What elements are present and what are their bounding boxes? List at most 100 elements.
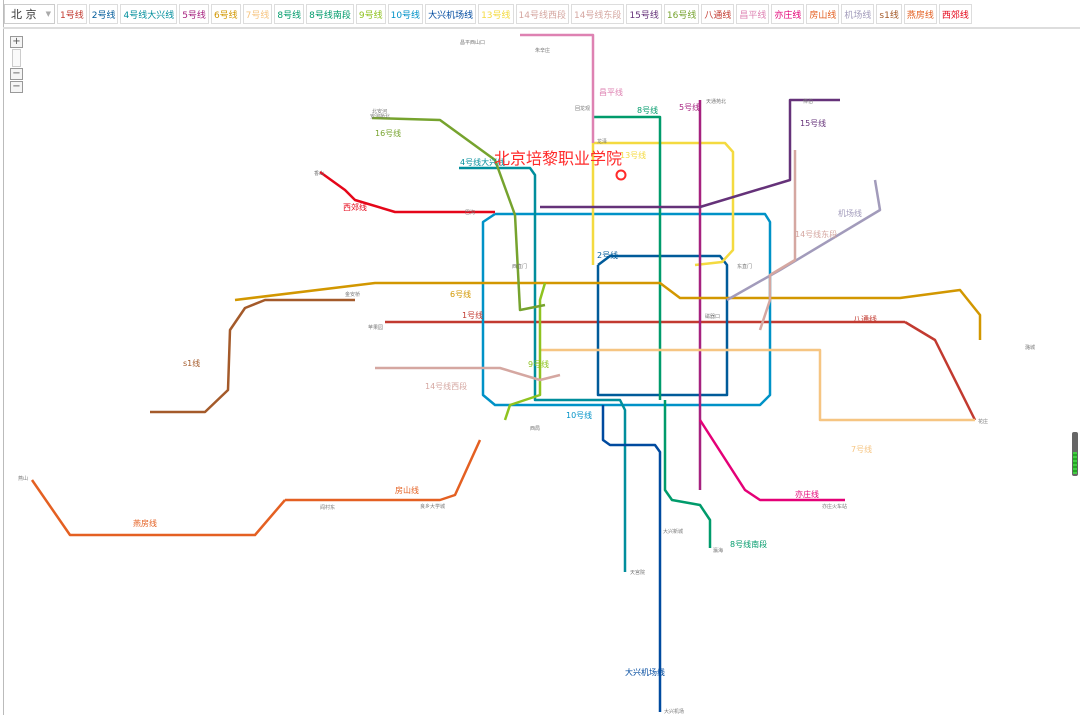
- line-button[interactable]: 昌平线: [736, 4, 770, 24]
- zoom-out-button[interactable]: −: [10, 81, 23, 93]
- line-button[interactable]: 1号线: [57, 4, 87, 24]
- line-14-west[interactable]: [375, 366, 561, 382]
- station-label: 苹果园: [368, 324, 383, 331]
- map-label-16: 16号线: [375, 128, 401, 138]
- station-label: 香山: [314, 170, 324, 177]
- station-label: 燕山: [18, 475, 28, 482]
- station-label: 龙泽: [597, 138, 607, 145]
- map-label-15: 15号线: [800, 118, 826, 128]
- line-button[interactable]: 房山线: [806, 4, 840, 24]
- station-label: 北安河: [372, 108, 387, 115]
- station-label: 阎村东: [320, 504, 335, 511]
- line-8[interactable]: [593, 115, 662, 400]
- map-label-yanfang: 燕房线: [133, 518, 157, 528]
- map-label-batong: 八通线: [853, 314, 877, 324]
- line-button[interactable]: 八通线: [701, 4, 735, 24]
- line-6[interactable]: [234, 281, 982, 340]
- map-label-fangshan: 房山线: [395, 485, 419, 495]
- map-label-changping: 昌平线: [599, 87, 623, 97]
- zoom-control: + − −: [10, 36, 23, 94]
- map-label-6: 6号线: [450, 289, 471, 299]
- station-label: 西局: [530, 426, 540, 432]
- line-10[interactable]: [481, 212, 772, 407]
- station-label: 天宫院: [630, 569, 645, 576]
- city-label: 北 京: [11, 8, 37, 21]
- station-label: 巴沟: [465, 209, 475, 216]
- scrollbar-thumb[interactable]: [1073, 452, 1077, 474]
- station-label: 天通苑北: [706, 98, 726, 105]
- line-yanfang[interactable]: [30, 479, 286, 537]
- station-label: 安河桥北: [370, 113, 390, 120]
- line-dx-airport[interactable]: [601, 405, 662, 712]
- line-yizhuang[interactable]: [698, 419, 845, 502]
- map-label-2: 2号线: [597, 250, 618, 260]
- line-9[interactable]: [503, 282, 547, 421]
- marker-label: 北京培黎职业学院: [494, 149, 622, 168]
- map-frame[interactable]: [3, 0, 1080, 715]
- station-label: 亦庄火车站: [822, 503, 847, 510]
- line-button[interactable]: 15号线: [626, 4, 662, 24]
- line-7[interactable]: [540, 348, 975, 422]
- line-button[interactable]: 6号线: [210, 4, 241, 24]
- line-fangshan[interactable]: [285, 439, 482, 502]
- station-label: 金安桥: [345, 291, 360, 298]
- zoom-slider-handle[interactable]: −: [10, 68, 23, 80]
- line-button[interactable]: 14号线西段: [515, 4, 569, 24]
- line-button[interactable]: 10号线: [387, 4, 424, 24]
- line-button[interactable]: 大兴机场线: [425, 4, 477, 24]
- line-2[interactable]: [596, 254, 729, 397]
- line-button[interactable]: 燕房线: [903, 4, 937, 24]
- chevron-down-icon: ▼: [45, 10, 51, 18]
- line-15[interactable]: [540, 98, 840, 209]
- line-button[interactable]: 9号线: [355, 4, 386, 24]
- map-label-8: 8号线: [637, 105, 658, 115]
- line-changping[interactable]: [520, 33, 595, 143]
- station-label: 大兴新城: [663, 528, 683, 535]
- line-button[interactable]: 亦庄线: [771, 4, 805, 24]
- station-label: 潞城: [1025, 344, 1035, 351]
- line-button[interactable]: 8号线南段: [306, 4, 354, 24]
- map-label-s1: s1线: [183, 358, 200, 368]
- station-label: 花庄: [978, 418, 988, 425]
- city-select[interactable]: 北 京 ▼: [4, 4, 55, 24]
- zoom-in-button[interactable]: +: [10, 36, 23, 48]
- line-button[interactable]: 13号线: [478, 4, 514, 24]
- zoom-slider[interactable]: [12, 49, 21, 67]
- station-label: 大兴机场: [664, 708, 684, 715]
- station-label: 昌平西山口: [460, 39, 485, 46]
- map-label-4: 4号线大兴线: [460, 157, 505, 167]
- location-marker[interactable]: 北京培黎职业学院: [494, 149, 627, 181]
- station-labels: 昌平西山口 西直门 东直门 天通苑北 大兴机场 天宫院 花庄 燕山 阎村东 香山…: [18, 39, 1035, 715]
- map-label-xijiao: 西郊线: [343, 202, 367, 212]
- line-16[interactable]: [371, 116, 546, 312]
- station-label: 朱辛庄: [535, 47, 550, 54]
- line-8-south[interactable]: [663, 400, 712, 548]
- line-button[interactable]: 5号线: [179, 4, 209, 24]
- subway-lines: [30, 33, 982, 712]
- scrollbar[interactable]: [1072, 432, 1078, 476]
- map-label-13: 13号线: [620, 150, 646, 160]
- map-line-labels: 1号线 2号线 4号线大兴线 5号线 6号线 7号线 8号线 8号线南段 9号线…: [133, 87, 877, 677]
- line-xijiao[interactable]: [319, 170, 495, 214]
- line-button[interactable]: 机场线: [841, 4, 875, 24]
- line-button[interactable]: 14号线东段: [570, 4, 625, 24]
- station-label: 俸伯: [803, 98, 813, 105]
- line-button[interactable]: 16号线: [663, 4, 700, 24]
- line-4[interactable]: [459, 166, 627, 572]
- station-label: 西直门: [512, 263, 527, 270]
- line-batong[interactable]: [904, 320, 977, 421]
- line-14-east[interactable]: [758, 150, 797, 331]
- line-button[interactable]: 7号线: [242, 4, 273, 24]
- line-airport[interactable]: [726, 179, 882, 302]
- map-label-8s: 8号线南段: [730, 539, 767, 549]
- line-button[interactable]: 2号线: [88, 4, 119, 24]
- line-button[interactable]: 4号线大兴线: [120, 4, 178, 24]
- line-button[interactable]: 西郊线: [938, 4, 972, 24]
- line-s1[interactable]: [150, 298, 355, 414]
- station-label: 东直门: [737, 263, 752, 270]
- line-button[interactable]: 8号线: [274, 4, 305, 24]
- map-label-7: 7号线: [851, 444, 872, 454]
- line-button[interactable]: s1线: [876, 4, 902, 24]
